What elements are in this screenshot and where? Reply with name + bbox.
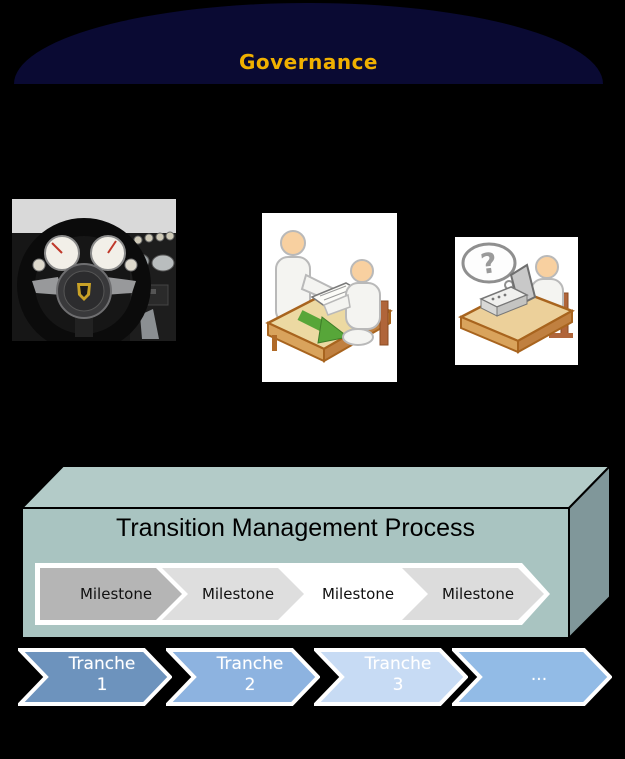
green-arrow bbox=[297, 310, 350, 344]
desk bbox=[458, 287, 575, 354]
gauges bbox=[44, 235, 126, 271]
dashboard-knobs bbox=[133, 231, 175, 245]
milestone-4: Milestone bbox=[402, 568, 544, 620]
milestone-3: Milestone bbox=[282, 568, 424, 620]
question-desk-graphic: ? bbox=[455, 237, 578, 365]
question-desk-illustration: ? bbox=[455, 237, 578, 365]
governance-label: Governance bbox=[238, 50, 378, 74]
fax-phone bbox=[479, 286, 529, 317]
process-box-top-face bbox=[20, 465, 612, 509]
milestone-3-label: Milestone bbox=[321, 585, 395, 603]
milestone-4-label: Milestone bbox=[441, 585, 515, 603]
milestone-2: Milestone bbox=[162, 568, 304, 620]
handover-graphic bbox=[262, 213, 397, 382]
tranche-4-label: ... bbox=[530, 664, 548, 685]
milestone-1-label: Milestone bbox=[79, 585, 153, 603]
milestone-1: Milestone bbox=[40, 568, 182, 620]
gear-stick bbox=[140, 309, 159, 339]
svg-text:?: ? bbox=[478, 246, 499, 281]
seated-person bbox=[323, 259, 389, 346]
process-box-title: Transition Management Process bbox=[116, 514, 475, 542]
steering-wheel-photo bbox=[12, 199, 176, 341]
steering-wheel-graphic bbox=[12, 199, 176, 341]
tranche-4-arrow: ... bbox=[452, 648, 612, 706]
left-spoke bbox=[32, 277, 62, 295]
wheel-rim bbox=[17, 218, 151, 341]
milestone-band: Milestone Milestone Milestone Milestone bbox=[35, 563, 555, 625]
governance-dome: Governance bbox=[14, 3, 603, 84]
wheel-hub bbox=[56, 263, 112, 319]
milestone-2-label: Milestone bbox=[201, 585, 275, 603]
question-bubble: ? bbox=[461, 242, 517, 290]
document-handover-illustration bbox=[262, 213, 397, 382]
right-spoke bbox=[104, 277, 136, 295]
